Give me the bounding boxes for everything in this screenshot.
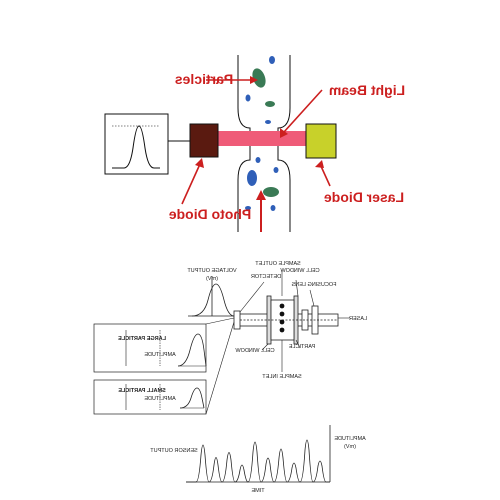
sample-outlet-label: SAMPLE OUTLET: [255, 261, 301, 267]
bottom-diagram: SAMPLE OUTLET CELL WINDOW DETECTOR VOLTA…: [93, 261, 367, 494]
laser-diode: [305, 123, 337, 159]
particle: [245, 94, 251, 102]
amplitude-axis-label: AMPLITUDE: [334, 436, 366, 442]
amplitude-large-label: AMPLITUDE: [144, 352, 176, 358]
particles-label: Particles: [175, 71, 234, 87]
large-particle-label: LARGE PARTICLE: [118, 336, 166, 342]
voltage-output-pulse: [188, 276, 235, 317]
particle: [273, 167, 279, 173]
particle: [265, 120, 271, 124]
flow-arrow: [256, 190, 266, 232]
connector-lines: [205, 317, 235, 415]
voltage-output-label: VOLTAGE OUTPUT: [187, 268, 237, 274]
particle: [263, 187, 279, 197]
sensor-output-chart: [186, 425, 331, 483]
voltage-unit-label: (mV): [206, 276, 218, 282]
laser-label: LASER: [349, 316, 367, 322]
particle-label: PARTICLE: [288, 344, 315, 350]
small-particle-label: SMALL PARTICLE: [118, 388, 166, 394]
time-label: TIME: [251, 488, 264, 494]
amplitude-unit-label: (mV): [344, 444, 356, 450]
sensor-output-label: SENSOR OUTPUT: [150, 448, 198, 454]
large-particle-panel: [93, 323, 207, 373]
detector-label: DETECTOR: [251, 274, 281, 280]
particle: [265, 101, 275, 107]
cell-window-top-label: CELL WINDOW: [280, 268, 320, 274]
sensor-output-trace: [186, 439, 330, 483]
light-beam: [218, 131, 306, 146]
top-diagram: Particles Light Beam Photo Diode Laser D…: [104, 55, 405, 232]
amplitude-small-label: AMPLITUDE: [144, 396, 176, 402]
particle: [255, 157, 261, 163]
optical-bench: [233, 295, 339, 345]
particle: [270, 205, 276, 211]
bench-particles: [279, 303, 285, 333]
photo-diode: [189, 123, 219, 158]
bench-pointers: [239, 270, 350, 372]
focusing-lens-label: FOCUSING LENS: [291, 282, 336, 288]
label-arrows: [181, 76, 331, 205]
cell-window-bottom-label: CELL WINDOW: [235, 348, 275, 354]
signal-display: [104, 113, 190, 175]
laser-diode-label: Laser Diode: [324, 189, 404, 205]
particle: [252, 68, 266, 88]
particle: [245, 206, 251, 210]
light-beam-label: Light Beam: [329, 82, 405, 98]
particle: [269, 56, 275, 64]
photo-diode-label: Photo Diode: [169, 206, 252, 222]
particles: [245, 56, 279, 211]
sample-inlet-label: SAMPLE INLET: [262, 374, 302, 380]
particle: [247, 170, 257, 186]
small-particle-panel: [93, 379, 207, 415]
